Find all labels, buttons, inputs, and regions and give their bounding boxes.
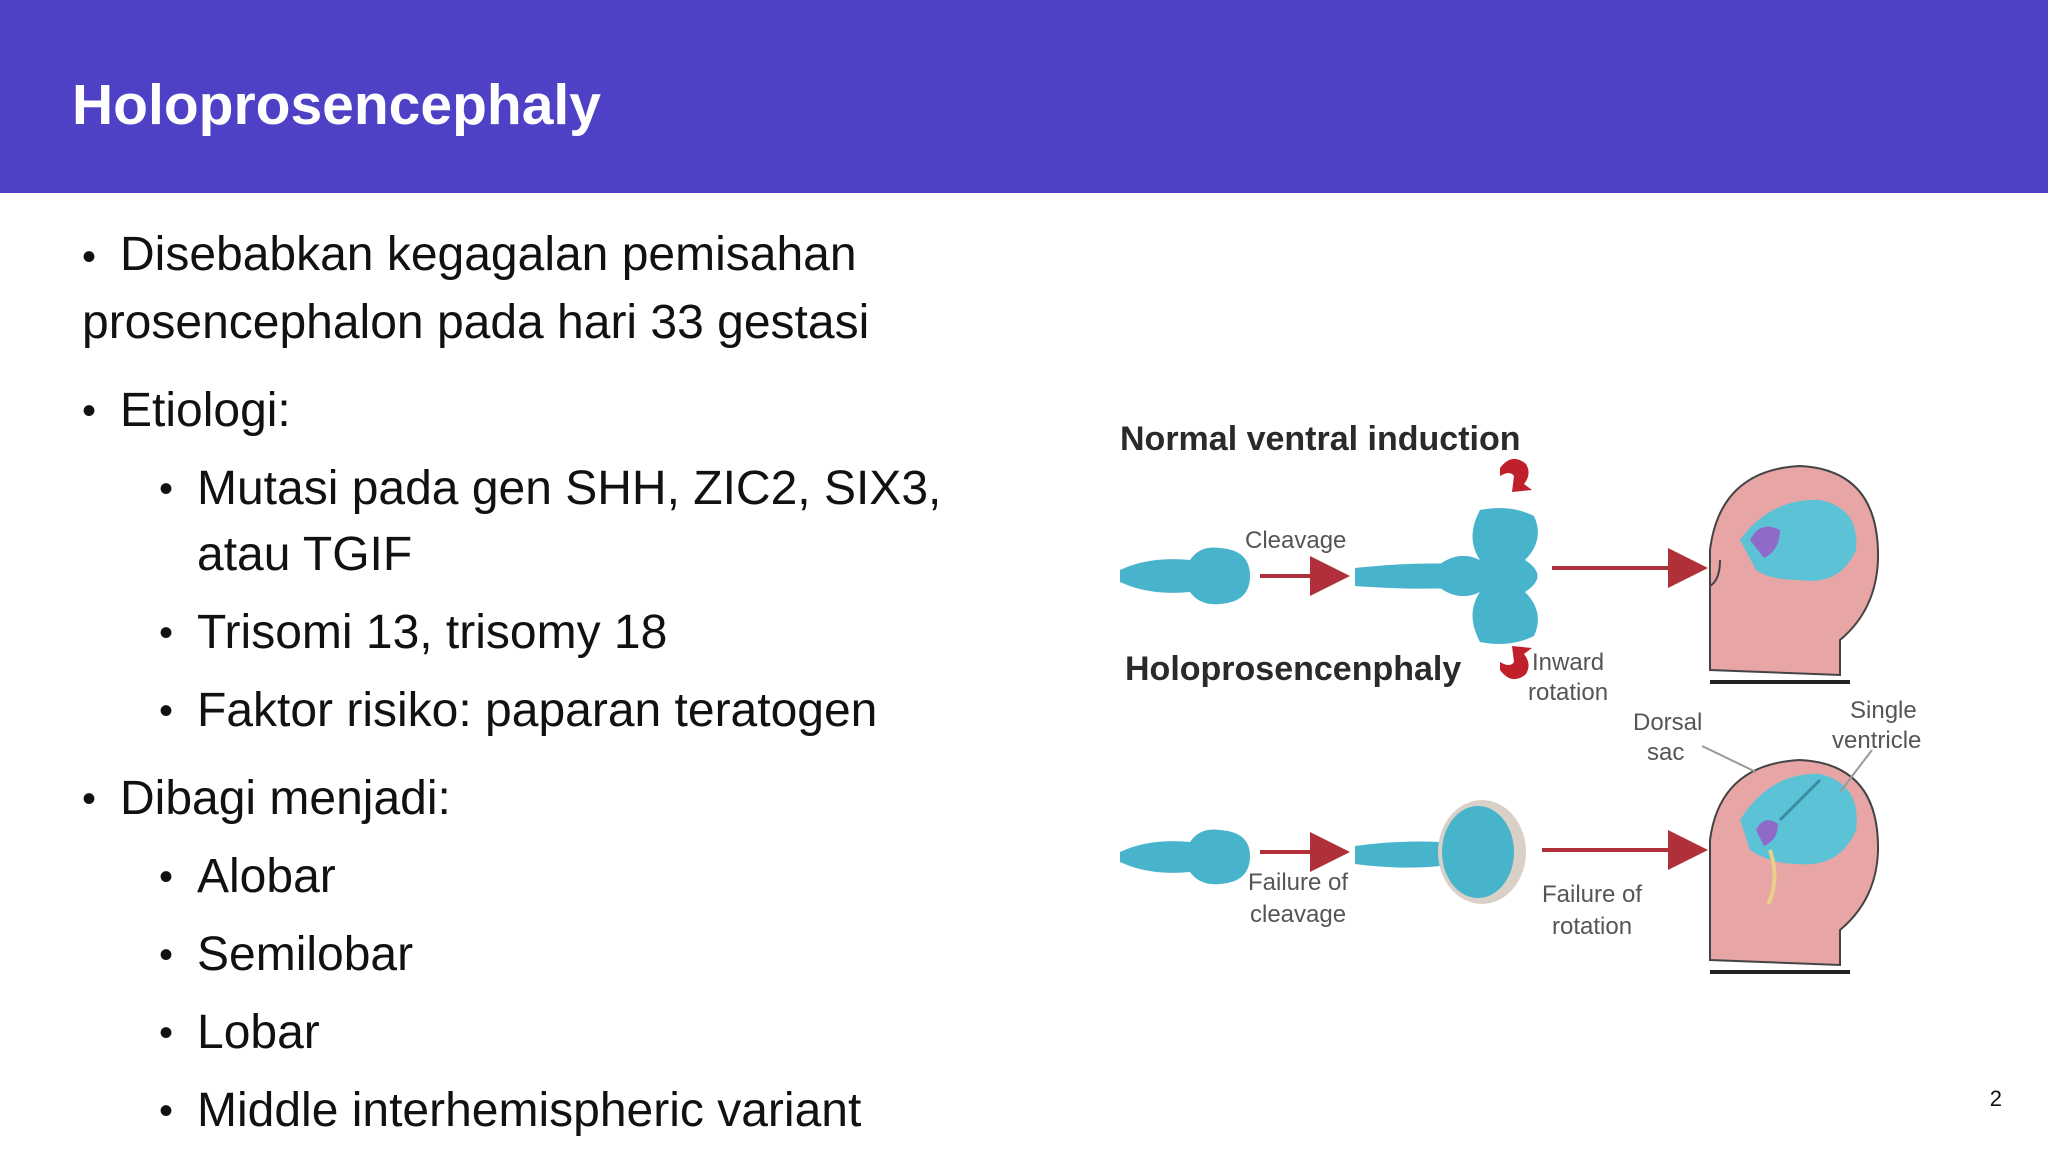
hpe-head-illustration xyxy=(1701,745,1880,974)
single-ventricle-label-1: Single xyxy=(1850,697,1917,724)
sub-bullet-item: • Mutasi pada gen SHH, ZIC2, SIX3, atau T… xyxy=(82,456,1042,588)
sub-bullet-text: Trisomi 13, trisomy 18 xyxy=(197,606,668,659)
normal-head-illustration xyxy=(1709,464,1880,684)
sub-bullet-text: Faktor risiko: paparan teratogen xyxy=(197,684,878,737)
cleaved-forebrain xyxy=(1355,508,1538,644)
bullet-dot-icon: • xyxy=(159,1089,174,1133)
dorsal-sac-label-2: sac xyxy=(1647,739,1684,766)
bullet-dot-icon: • xyxy=(82,777,97,821)
bullet-dot-icon: • xyxy=(159,933,174,977)
cleavage-label: Cleavage xyxy=(1245,527,1346,554)
sub-bullet-item: • Trisomi 13, trisomy 18 xyxy=(82,600,1042,666)
bullet-list: •Disebabkan kegagalan pemisahan prosence… xyxy=(82,222,1042,1144)
bullet-dot-icon: • xyxy=(159,467,174,511)
failure-cleavage-label-2: cleavage xyxy=(1250,901,1346,928)
inward-rotation-label-1: Inward xyxy=(1532,649,1604,676)
bullet-text: Dibagi menjadi: xyxy=(120,772,451,825)
slide-title: Holoprosencephaly xyxy=(72,73,601,137)
holoprosencephaly-diagram: Normal ventral induction Cleavage Inward… xyxy=(1080,400,1960,980)
sub-bullet-item: • Middle interhemispheric variant xyxy=(82,1078,1042,1144)
sub-bullet-item: • Lobar xyxy=(82,1000,1042,1066)
holoprosencephaly-subtitle: Holoprosencenphaly xyxy=(1125,650,1461,688)
uncleaved-forebrain xyxy=(1355,800,1526,904)
bullet-dot-icon: • xyxy=(159,855,174,899)
inward-rotation-label-2: rotation xyxy=(1528,679,1608,706)
bullet-dot-icon: • xyxy=(82,235,97,279)
bullet-item-classification: • Dibagi menjadi: xyxy=(82,766,1042,832)
sub-bullet-text: Alobar xyxy=(197,850,336,903)
rotation-arrow-bottom-icon xyxy=(1500,646,1532,680)
neural-tube-vesicle-hpe xyxy=(1120,829,1250,885)
normal-induction-title: Normal ventral induction xyxy=(1120,420,1521,458)
failure-cleavage-label-1: Failure of xyxy=(1248,869,1348,896)
sub-bullet-text: Lobar xyxy=(197,1006,320,1059)
bullet-text: Etiologi: xyxy=(120,384,291,437)
title-bar: Holoprosencephaly xyxy=(0,0,2048,193)
bullet-dot-icon: • xyxy=(159,611,174,655)
bullet-item-etiology: • Etiologi: xyxy=(82,378,1042,444)
rotation-arrow-top-icon xyxy=(1500,458,1532,492)
sub-bullet-item: • Semilobar xyxy=(82,922,1042,988)
neural-tube-vesicle-normal xyxy=(1120,547,1250,605)
diagram-svg: Normal ventral induction Cleavage Inward… xyxy=(1120,420,1921,974)
sub-bullet-item: • Alobar xyxy=(82,844,1042,910)
single-ventricle-label-2: ventricle xyxy=(1832,727,1921,754)
sub-bullet-text: Middle interhemispheric variant xyxy=(197,1084,862,1137)
page-number: 2 xyxy=(1989,1086,2002,1111)
sub-bullet-text: Semilobar xyxy=(197,928,414,981)
dorsal-sac-label-1: Dorsal xyxy=(1633,709,1702,736)
bullet-dot-icon: • xyxy=(82,389,97,433)
bullet-dot-icon: • xyxy=(159,689,174,733)
bullet-dot-icon: • xyxy=(159,1011,174,1055)
bullet-item-cause: •Disebabkan kegagalan pemisahan prosence… xyxy=(82,222,1042,356)
failure-rotation-label-1: Failure of xyxy=(1542,881,1642,908)
bullet-text: Disebabkan kegagalan pemisahan prosencep… xyxy=(82,228,870,349)
sub-bullet-text: Mutasi pada gen SHH, ZIC2, SIX3, atau TG… xyxy=(197,462,942,581)
failure-rotation-label-2: rotation xyxy=(1552,913,1632,940)
sub-bullet-item: • Faktor risiko: paparan teratogen xyxy=(82,678,1042,744)
